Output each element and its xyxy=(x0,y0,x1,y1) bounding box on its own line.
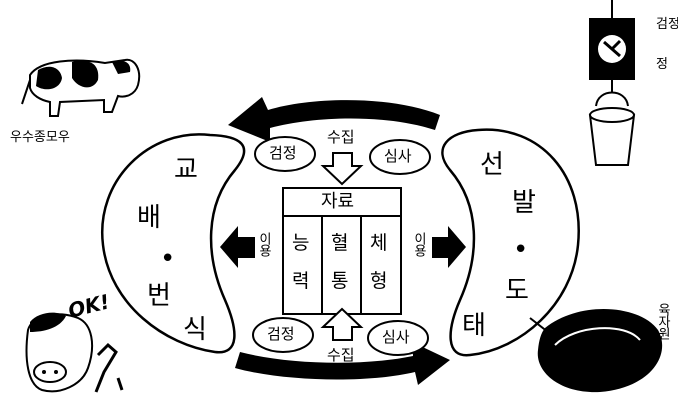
milk-scale-illustration xyxy=(588,0,636,166)
right-blob-char-3: 도 xyxy=(505,276,529,306)
right-blob-char-1: 선 xyxy=(480,150,504,180)
milk-label: 검정 xyxy=(656,17,678,32)
right-blob-dot: • xyxy=(513,235,529,265)
bottom-inspect-label: 검정 xyxy=(267,325,295,343)
bottom-cycle-arrow xyxy=(235,342,450,385)
table-col-type-bottom: 형 xyxy=(370,270,388,292)
right-use-arrow xyxy=(432,226,466,268)
top-collect-label: 수집 xyxy=(327,128,355,146)
bottom-review-ellipse xyxy=(367,320,429,356)
ok-cow-illustration xyxy=(25,312,124,393)
table-header: 자료 xyxy=(321,191,355,212)
collect-up-arrow xyxy=(320,307,364,341)
top-inspect-ellipse xyxy=(254,136,316,172)
left-blob-char-1: 교 xyxy=(174,155,198,185)
top-review-label: 심사 xyxy=(384,147,412,165)
right-blob-char-2: 발 xyxy=(512,188,536,218)
cow-caption: 우수종모우 xyxy=(10,130,70,145)
meat-label: 육자원 xyxy=(655,303,670,339)
right-blob-outline xyxy=(441,128,580,357)
table-col-ability-bottom: 력 xyxy=(292,270,310,292)
milk-label-second: 정 xyxy=(656,57,668,72)
bottom-review-label: 심사 xyxy=(382,328,410,346)
left-use-arrow xyxy=(220,226,255,268)
use-right-label: 이용 xyxy=(411,232,426,256)
left-blob-char-3: 번 xyxy=(147,281,171,311)
meat-illustration xyxy=(529,309,663,393)
use-left-label: 이용 xyxy=(256,232,271,256)
cow-illustration xyxy=(21,58,141,117)
collect-down-arrow xyxy=(320,152,364,186)
bottom-inspect-ellipse xyxy=(252,317,314,353)
left-blob-dot: • xyxy=(160,244,176,274)
table-col-pedigree-top: 혈 xyxy=(331,232,349,254)
left-blob-outline xyxy=(100,133,246,354)
table-col-ability-top: 능 xyxy=(292,232,310,254)
table-col-type-top: 체 xyxy=(370,232,388,254)
table-col-pedigree-bottom: 통 xyxy=(331,270,349,292)
top-inspect-label: 검정 xyxy=(269,144,297,162)
right-blob-char-4: 태 xyxy=(462,311,486,341)
top-cycle-arrow xyxy=(228,97,440,142)
top-review-ellipse xyxy=(369,139,431,175)
bottom-collect-label: 수집 xyxy=(327,346,355,364)
left-blob-char-2: 배 xyxy=(137,203,161,233)
left-blob-char-4: 식 xyxy=(183,315,207,345)
